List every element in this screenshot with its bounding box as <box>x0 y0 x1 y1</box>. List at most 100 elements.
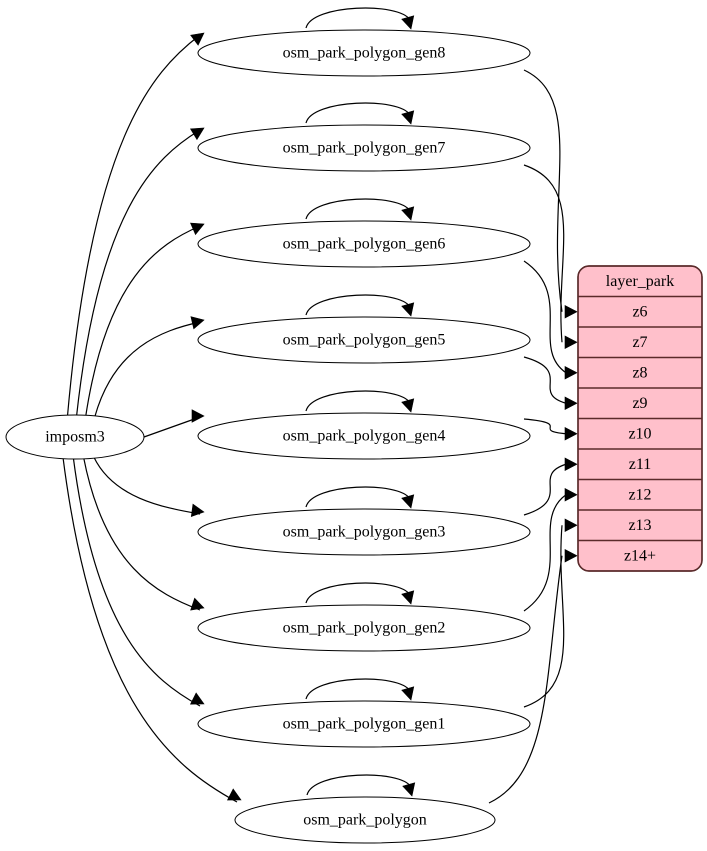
table-row-label-z8: z8 <box>632 364 647 381</box>
node-label-gen5: osm_park_polygon_gen5 <box>283 332 446 349</box>
edge-arrow-imposm3-to-gen6 <box>190 222 205 236</box>
edge-imposm3-to-gen7 <box>75 129 201 418</box>
edge-gen7-to-row-z7 <box>523 164 565 343</box>
self-loop-arrow-gen3 <box>401 494 415 509</box>
self-loop-gen4 <box>305 390 411 412</box>
self-loop-arrow-base <box>402 782 416 797</box>
self-loop-arrow-gen8 <box>401 15 415 30</box>
node-ellipse-gen2 <box>197 604 531 652</box>
self-loop-gen2 <box>305 582 411 604</box>
node-base[interactable]: osm_park_polygon <box>234 796 496 844</box>
edge-imposm3-to-gen3 <box>93 456 201 515</box>
edge-arrow-imposm3-to-gen7 <box>189 127 205 141</box>
edge-gen8-to-row-z6 <box>523 69 563 312</box>
edge-arrow-gen7-to-table <box>564 335 578 349</box>
edge-imposm3-to-gen5 <box>94 321 201 418</box>
table-row[interactable]: z8 <box>632 364 647 381</box>
node-ellipse-gen8 <box>197 29 531 77</box>
edge-arrow-imposm3-to-gen2 <box>190 597 205 611</box>
edge-arrow-gen6-to-table <box>564 366 578 380</box>
node-ellipse-gen5 <box>197 316 531 364</box>
node-gen4[interactable]: osm_park_polygon_gen4 <box>197 412 531 460</box>
node-gen2[interactable]: osm_park_polygon_gen2 <box>197 604 531 652</box>
edge-arrow-gen5-to-table <box>564 396 578 410</box>
self-loop-arrow-gen5 <box>401 302 415 317</box>
node-gen1[interactable]: osm_park_polygon_gen1 <box>197 700 531 748</box>
table-row[interactable]: z10 <box>628 425 651 442</box>
table-row[interactable]: z6 <box>632 303 647 320</box>
edge-imposm3-to-gen1 <box>72 456 201 707</box>
self-loop-arrow-gen2 <box>401 590 415 605</box>
table-row-label-z7: z7 <box>632 334 647 351</box>
self-loop-base <box>306 774 412 796</box>
self-loop-arrow-gen7 <box>401 110 415 125</box>
table-row[interactable]: z11 <box>629 456 652 473</box>
node-label-gen8: osm_park_polygon_gen8 <box>283 45 446 62</box>
edge-imposm3-to-base <box>62 456 238 803</box>
node-ellipse-base <box>234 796 496 844</box>
source-node-layer: imposm3 <box>5 414 145 460</box>
node-gen8[interactable]: osm_park_polygon_gen8 <box>197 29 531 77</box>
node-label-imposm3: imposm3 <box>45 429 105 446</box>
table-row-label-z13: z13 <box>628 517 651 534</box>
self-loop-gen7 <box>305 102 411 124</box>
edges-to-layer-park <box>488 69 578 804</box>
node-ellipse-gen3 <box>197 508 531 556</box>
table-row-label-z9: z9 <box>632 395 647 412</box>
table-row-label-z14plus: z14+ <box>624 547 656 564</box>
node-ellipse-imposm3 <box>5 414 145 460</box>
edge-gen2-to-row-z12 <box>523 494 567 612</box>
node-label-base: osm_park_polygon <box>303 812 427 829</box>
node-ellipse-gen7 <box>197 124 531 172</box>
node-ellipse-gen6 <box>197 220 531 268</box>
self-loop-gen1 <box>305 678 411 700</box>
table-row-label-z11: z11 <box>629 456 652 473</box>
node-gen5[interactable]: osm_park_polygon_gen5 <box>197 316 531 364</box>
node-label-gen2: osm_park_polygon_gen2 <box>283 620 446 637</box>
edge-arrow-gen2-to-table <box>564 488 578 502</box>
edge-arrow-gen1-to-table <box>564 518 578 532</box>
node-label-gen6: osm_park_polygon_gen6 <box>283 236 446 253</box>
edge-arrow-imposm3-to-gen8 <box>190 32 205 46</box>
table-row-label-z10: z10 <box>628 425 651 442</box>
node-label-gen1: osm_park_polygon_gen1 <box>283 716 446 733</box>
edge-imposm3-to-gen6 <box>85 225 201 418</box>
layer-park-header-label: layer_park <box>606 273 674 290</box>
edge-arrow-imposm3-to-gen1 <box>189 692 205 705</box>
edge-gen1-to-row-z13 <box>523 525 565 708</box>
self-loop-arrow-gen1 <box>401 686 415 701</box>
table-row-label-z12: z12 <box>628 486 651 503</box>
edge-gen5-to-row-z9 <box>523 356 567 404</box>
node-ellipse-gen1 <box>197 700 531 748</box>
edge-arrow-gen8-to-table <box>564 305 578 319</box>
self-loop-arrow-gen6 <box>401 206 415 221</box>
node-label-gen3: osm_park_polygon_gen3 <box>283 524 446 541</box>
self-loop-gen8 <box>305 7 411 29</box>
node-label-gen4: osm_park_polygon_gen4 <box>283 428 446 445</box>
edge-gen4-to-row-z10 <box>523 418 567 435</box>
edge-gen6-to-row-z8 <box>523 260 567 374</box>
table-row[interactable]: z7 <box>632 334 647 351</box>
node-imposm3[interactable]: imposm3 <box>5 414 145 460</box>
edge-arrow-imposm3-to-gen3 <box>190 503 205 518</box>
edges-self-loops <box>305 7 416 797</box>
self-loop-arrow-gen4 <box>401 398 415 413</box>
node-gen7[interactable]: osm_park_polygon_gen7 <box>197 124 531 172</box>
table-row[interactable]: z9 <box>632 395 647 412</box>
node-gen3[interactable]: osm_park_polygon_gen3 <box>197 508 531 556</box>
self-loop-gen6 <box>305 198 411 220</box>
node-gen6[interactable]: osm_park_polygon_gen6 <box>197 220 531 268</box>
table-row[interactable]: z14+ <box>624 547 656 564</box>
edge-arrow-imposm3-to-base <box>226 788 242 801</box>
layer-park-table: layer_park z6 z7 z8 z9 z10 z11 z12 z13 z14+ <box>577 265 703 572</box>
node-label-gen7: osm_park_polygon_gen7 <box>283 140 446 157</box>
edge-arrow-gen3-to-table <box>564 457 578 471</box>
edge-arrow-imposm3-to-gen5 <box>190 316 205 330</box>
layer-park-table-border <box>577 265 703 572</box>
table-row[interactable]: z12 <box>628 486 651 503</box>
edge-arrow-base-to-table <box>564 549 578 563</box>
table-row[interactable]: z13 <box>628 517 651 534</box>
self-loop-gen5 <box>305 294 411 316</box>
table-row-label-z6: z6 <box>632 303 647 320</box>
